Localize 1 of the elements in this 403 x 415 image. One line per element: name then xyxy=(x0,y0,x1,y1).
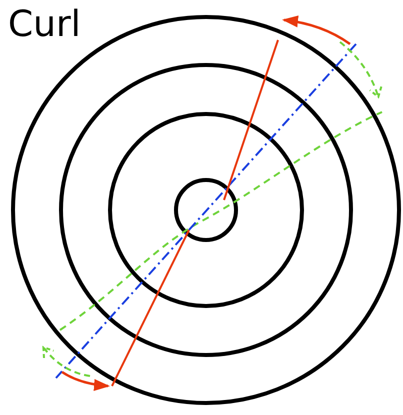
title: Curl xyxy=(8,4,81,45)
